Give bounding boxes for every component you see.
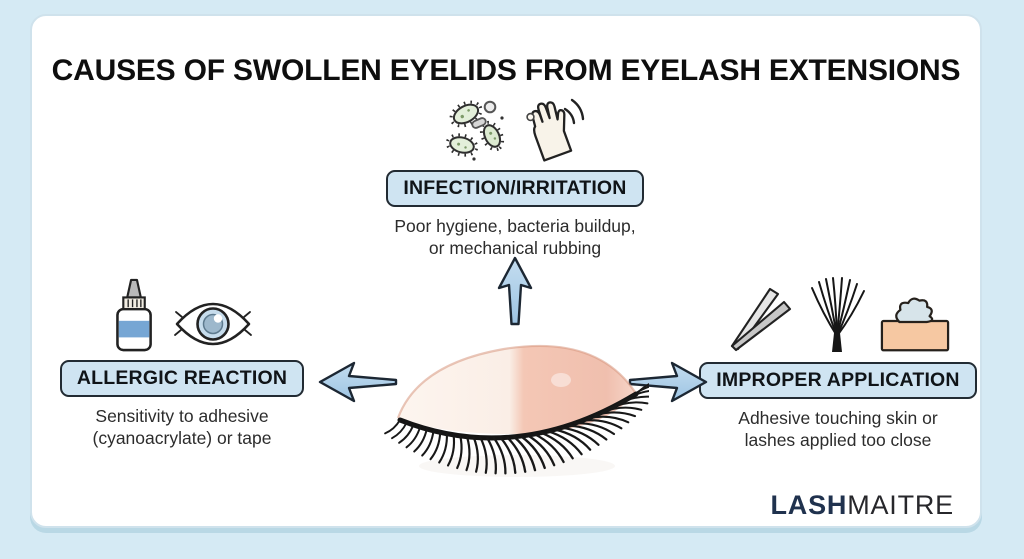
allergic-icons [110, 276, 254, 352]
lash-fan-icon [811, 277, 865, 352]
infection-label: INFECTION/IRRITATION [403, 177, 627, 199]
up-arrow [497, 256, 533, 326]
left-arrow [318, 361, 398, 403]
infographic-card: CAUSES OF SWOLLEN EYELIDS FROM EYELASH E… [30, 14, 982, 528]
right-arrow [628, 361, 708, 403]
page-title: CAUSES OF SWOLLEN EYELIDS FROM EYELASH E… [51, 54, 961, 87]
improper-label: IMPROPER APPLICATION [716, 369, 960, 391]
eye-icon [174, 302, 252, 346]
cause-infection: INFECTION/IRRITATION Poor hygiene, bacte… [325, 96, 705, 259]
cause-improper: IMPROPER APPLICATION Adhesive touching s… [688, 276, 988, 451]
infection-description: Poor hygiene, bacteria buildup, or mecha… [394, 216, 636, 258]
rubbing-hand-icon [526, 98, 585, 162]
allergic-label-box: ALLERGIC REACTION [59, 360, 305, 397]
improper-icons [725, 276, 951, 354]
adhesive-on-skin-icon [880, 297, 950, 352]
infection-icons [444, 96, 586, 162]
eye-illustration [384, 328, 670, 491]
brand-bold: LASH [770, 490, 848, 520]
brand-logo: LASHMAITRE [770, 490, 954, 521]
bacteria-icon [445, 100, 505, 161]
improper-label-box: IMPROPER APPLICATION [699, 362, 977, 399]
infection-label-box: INFECTION/IRRITATION [386, 170, 644, 207]
allergic-label: ALLERGIC REACTION [76, 367, 288, 389]
improper-description: Adhesive touching skin or lashes applied… [738, 408, 938, 450]
lashes [384, 376, 670, 475]
cause-allergic: ALLERGIC REACTION Sensitivity to adhesiv… [32, 276, 332, 449]
brand-light: MAITRE [847, 490, 954, 520]
eyelid [398, 345, 635, 435]
glue-bottle-icon [116, 278, 152, 352]
tweezers-icon [730, 287, 792, 352]
allergic-description: Sensitivity to adhesive (cyanoacrylate) … [92, 406, 272, 448]
